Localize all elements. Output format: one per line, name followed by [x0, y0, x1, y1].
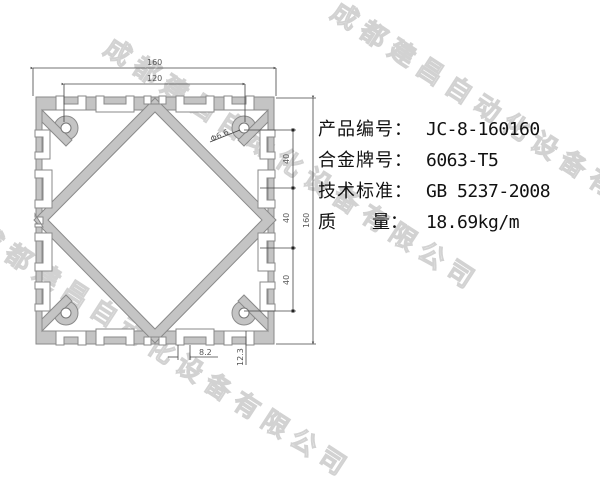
dimension-lines	[30, 66, 316, 365]
spec-row-alloy: 合金牌号： 6063-T5	[318, 145, 550, 176]
dim-hole-diameter: Φ6.6	[209, 128, 230, 144]
profile-drawing: 160 120 160 40 40 40 Φ6.6 8.2 12.3	[30, 58, 316, 366]
corner-holes	[60, 122, 250, 319]
spec-label: 技术标准：	[318, 181, 413, 202]
spec-row-weight: 质 量： 18.69kg/m	[318, 207, 550, 238]
spec-label: 质 量：	[318, 212, 408, 233]
spec-row-standard: 技术标准： GB 5237-2008	[318, 176, 551, 207]
aluminum-profile	[33, 96, 277, 345]
dim-slot-depth: 12.3	[236, 348, 245, 366]
dim-slot-width: 8.2	[199, 348, 212, 357]
dim-pitch-3: 40	[282, 275, 291, 285]
dimension-ticks	[291, 128, 295, 313]
dim-overall-width: 160	[147, 58, 162, 67]
dim-inner-width: 120	[147, 74, 162, 83]
dim-overall-height: 160	[302, 213, 311, 228]
t-slots	[34, 95, 276, 346]
spec-table: 产品编号： JC-8-160160 合金牌号： 6063-T5 技术标准： GB 52…	[318, 114, 551, 238]
dim-pitch-1: 40	[282, 154, 291, 164]
dim-pitch-2: 40	[282, 213, 291, 223]
spec-value: JC-8-160160	[426, 119, 540, 140]
spec-label: 产品编号：	[318, 119, 413, 140]
spec-label: 合金牌号：	[318, 150, 413, 171]
spec-value: 6063-T5	[426, 150, 499, 171]
spec-row-product-code: 产品编号： JC-8-160160	[318, 114, 550, 145]
spec-value: GB 5237-2008	[426, 181, 551, 202]
spec-value: 18.69kg/m	[426, 212, 520, 233]
